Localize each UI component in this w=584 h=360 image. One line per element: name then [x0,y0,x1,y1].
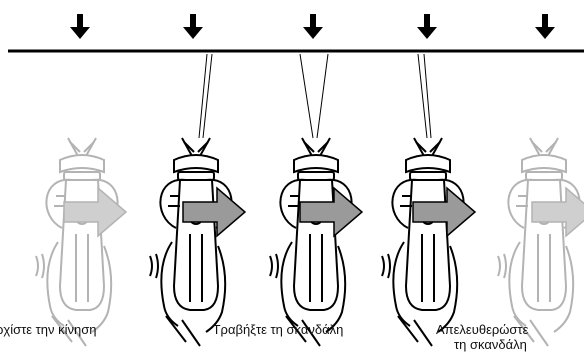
caption-release-line-2: τη σκανδάλη [454,337,527,352]
pulse-arrows [70,14,555,39]
caption-pull-trigger: Τραβήξτε τη σκανδάλη [212,322,344,337]
caption-release-line-1: Απελευθερώστε [436,322,529,337]
spray-beam-narrow-4 [417,53,432,139]
pulse-arrow-4 [417,14,437,39]
pulse-arrow-5 [535,14,555,39]
pulse-arrow-2 [183,14,203,39]
spray-gun-frame-1 [35,137,119,347]
pulse-arrow-1 [70,14,90,39]
caption-start-movement: ρχίστε την κίνηση [0,322,97,337]
spray-gun-frame-2 [149,137,233,347]
spray-gun-frame-3 [269,137,353,347]
spray-beam-wide-3 [299,53,329,139]
spray-beam-narrow-2 [198,53,213,139]
caption-release-trigger: Απελευθερώστε τη σκανδάλη [436,322,584,352]
spray-gun-frame-5 [497,137,581,347]
spray-beams [198,53,432,139]
pulse-arrow-3 [303,14,323,39]
spray-gun-frame-4 [381,137,465,347]
